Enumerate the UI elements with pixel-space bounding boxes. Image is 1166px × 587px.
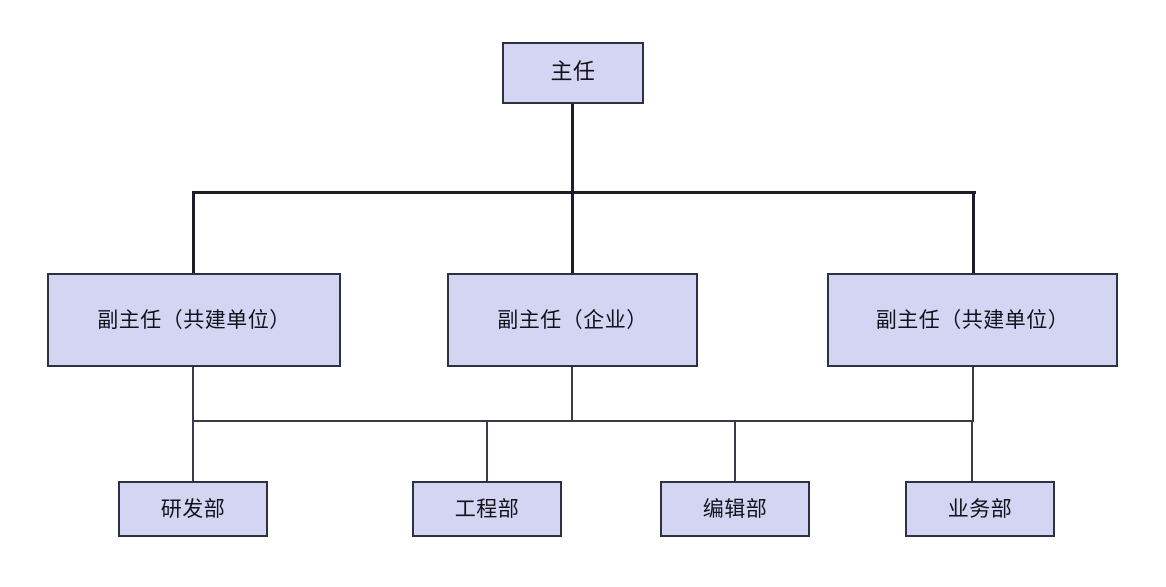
connector-drop-business-dept — [971, 420, 973, 482]
node-deputy-joint-left[interactable]: 副主任（共建单位） — [47, 273, 341, 367]
connector-stem-deputy-joint-left — [192, 367, 194, 422]
node-deputy-joint-right[interactable]: 副主任（共建单位） — [827, 273, 1118, 367]
node-engineering-dept[interactable]: 工程部 — [412, 481, 562, 537]
node-rnd-dept[interactable]: 研发部 — [118, 481, 268, 537]
node-editorial-dept-label: 编辑部 — [702, 496, 768, 521]
connector-drop-deputy-joint-right — [972, 191, 975, 275]
node-business-dept[interactable]: 业务部 — [905, 481, 1055, 537]
node-deputy-enterprise-label: 副主任（企业） — [497, 307, 648, 332]
connector-lower-bus — [192, 420, 974, 422]
connector-drop-editorial-dept — [734, 420, 736, 482]
connector-stem-deputy-enterprise — [571, 367, 573, 422]
node-rnd-dept-label: 研发部 — [160, 496, 226, 521]
connector-drop-engineering-dept — [486, 420, 488, 482]
node-deputy-joint-right-label: 副主任（共建单位） — [875, 307, 1070, 332]
connector-drop-deputy-enterprise — [571, 191, 574, 275]
connector-drop-rnd-dept — [192, 420, 194, 482]
node-engineering-dept-label: 工程部 — [454, 496, 520, 521]
node-director-label: 主任 — [550, 60, 596, 85]
node-business-dept-label: 业务部 — [947, 496, 1013, 521]
node-director[interactable]: 主任 — [502, 42, 644, 104]
connector-drop-deputy-joint-left — [192, 191, 195, 275]
node-editorial-dept[interactable]: 编辑部 — [660, 481, 810, 537]
connector-upper-bus — [193, 191, 976, 194]
connector-stem-deputy-joint-right — [972, 367, 974, 422]
node-deputy-enterprise[interactable]: 副主任（企业） — [447, 273, 698, 367]
node-deputy-joint-left-label: 副主任（共建单位） — [97, 307, 291, 332]
connector-director-stem — [571, 104, 574, 192]
